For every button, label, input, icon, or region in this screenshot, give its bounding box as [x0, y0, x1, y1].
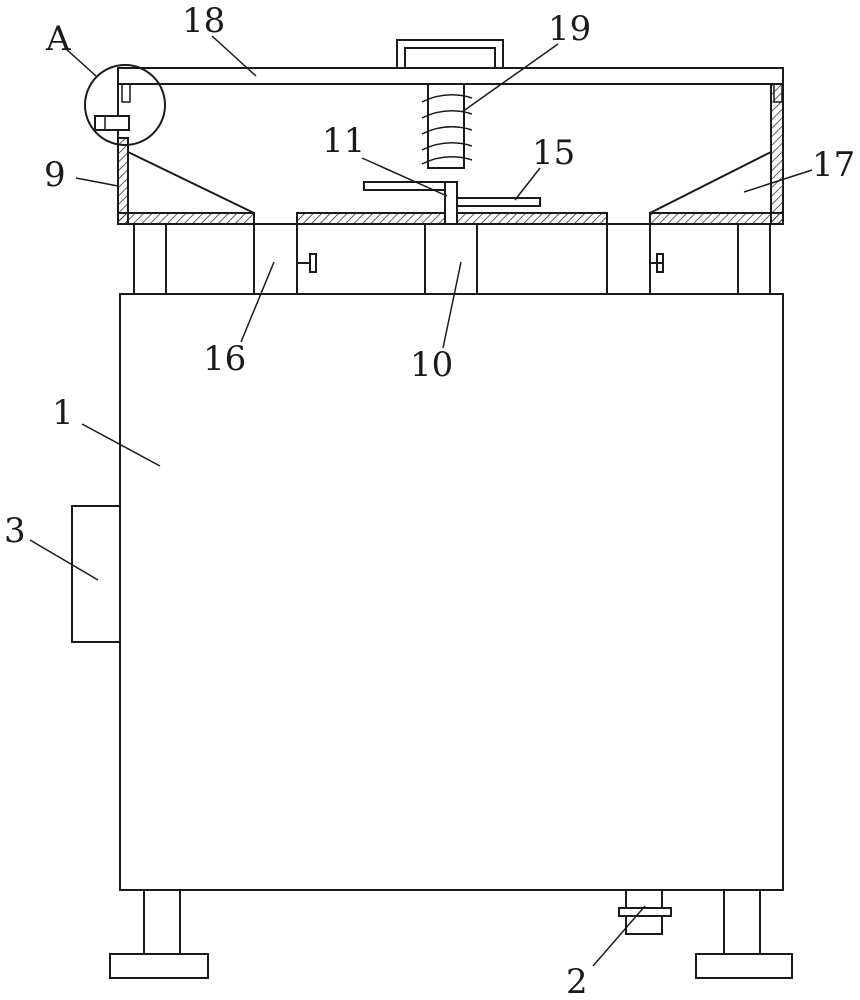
- valve-knob-right: [650, 253, 664, 273]
- spring-coil: [421, 94, 473, 165]
- tray-wall-right: [770, 83, 784, 225]
- scraper-plate-2: [451, 197, 541, 207]
- drain-flange: [618, 907, 672, 917]
- support-post-left: [133, 223, 167, 295]
- label-10: 10: [410, 345, 453, 385]
- leg-left: [143, 889, 181, 955]
- label-16: 16: [203, 339, 246, 379]
- lid-handle: [396, 39, 504, 68]
- tray-wall-left: [117, 137, 129, 225]
- valve-knob-left: [297, 253, 317, 273]
- label-15: 15: [532, 133, 575, 173]
- spindle: [444, 181, 458, 225]
- support-post-right: [737, 223, 771, 295]
- label-11: 11: [322, 121, 365, 161]
- discharge-tube-left: [253, 223, 298, 295]
- lid-plate: [117, 67, 784, 85]
- foot-right: [695, 953, 793, 979]
- label-19: 19: [548, 9, 591, 49]
- motor-housing: [424, 223, 478, 295]
- control-box: [71, 505, 121, 643]
- tray-bottom-3: [649, 212, 784, 225]
- label-3: 3: [4, 511, 26, 551]
- funnel-slope-right: [649, 151, 772, 214]
- tray-bottom-1: [117, 212, 255, 225]
- foot-left: [109, 953, 209, 979]
- label-9: 9: [44, 155, 66, 195]
- label-1: 1: [52, 393, 74, 433]
- scraper-plate: [363, 181, 453, 191]
- spring-housing: [427, 83, 465, 169]
- label-18: 18: [182, 1, 225, 41]
- latch-block: [94, 115, 130, 131]
- detail-circle-a: [84, 64, 166, 146]
- label-2: 2: [566, 962, 588, 1000]
- discharge-tube-right: [606, 223, 651, 295]
- funnel-slope-left: [127, 151, 255, 214]
- label-17: 17: [812, 145, 855, 185]
- leg-right: [723, 889, 761, 955]
- lid-hook-left: [121, 84, 131, 103]
- label-a: A: [45, 19, 71, 59]
- main-body: [119, 293, 784, 891]
- leader-lines: [29, 35, 813, 967]
